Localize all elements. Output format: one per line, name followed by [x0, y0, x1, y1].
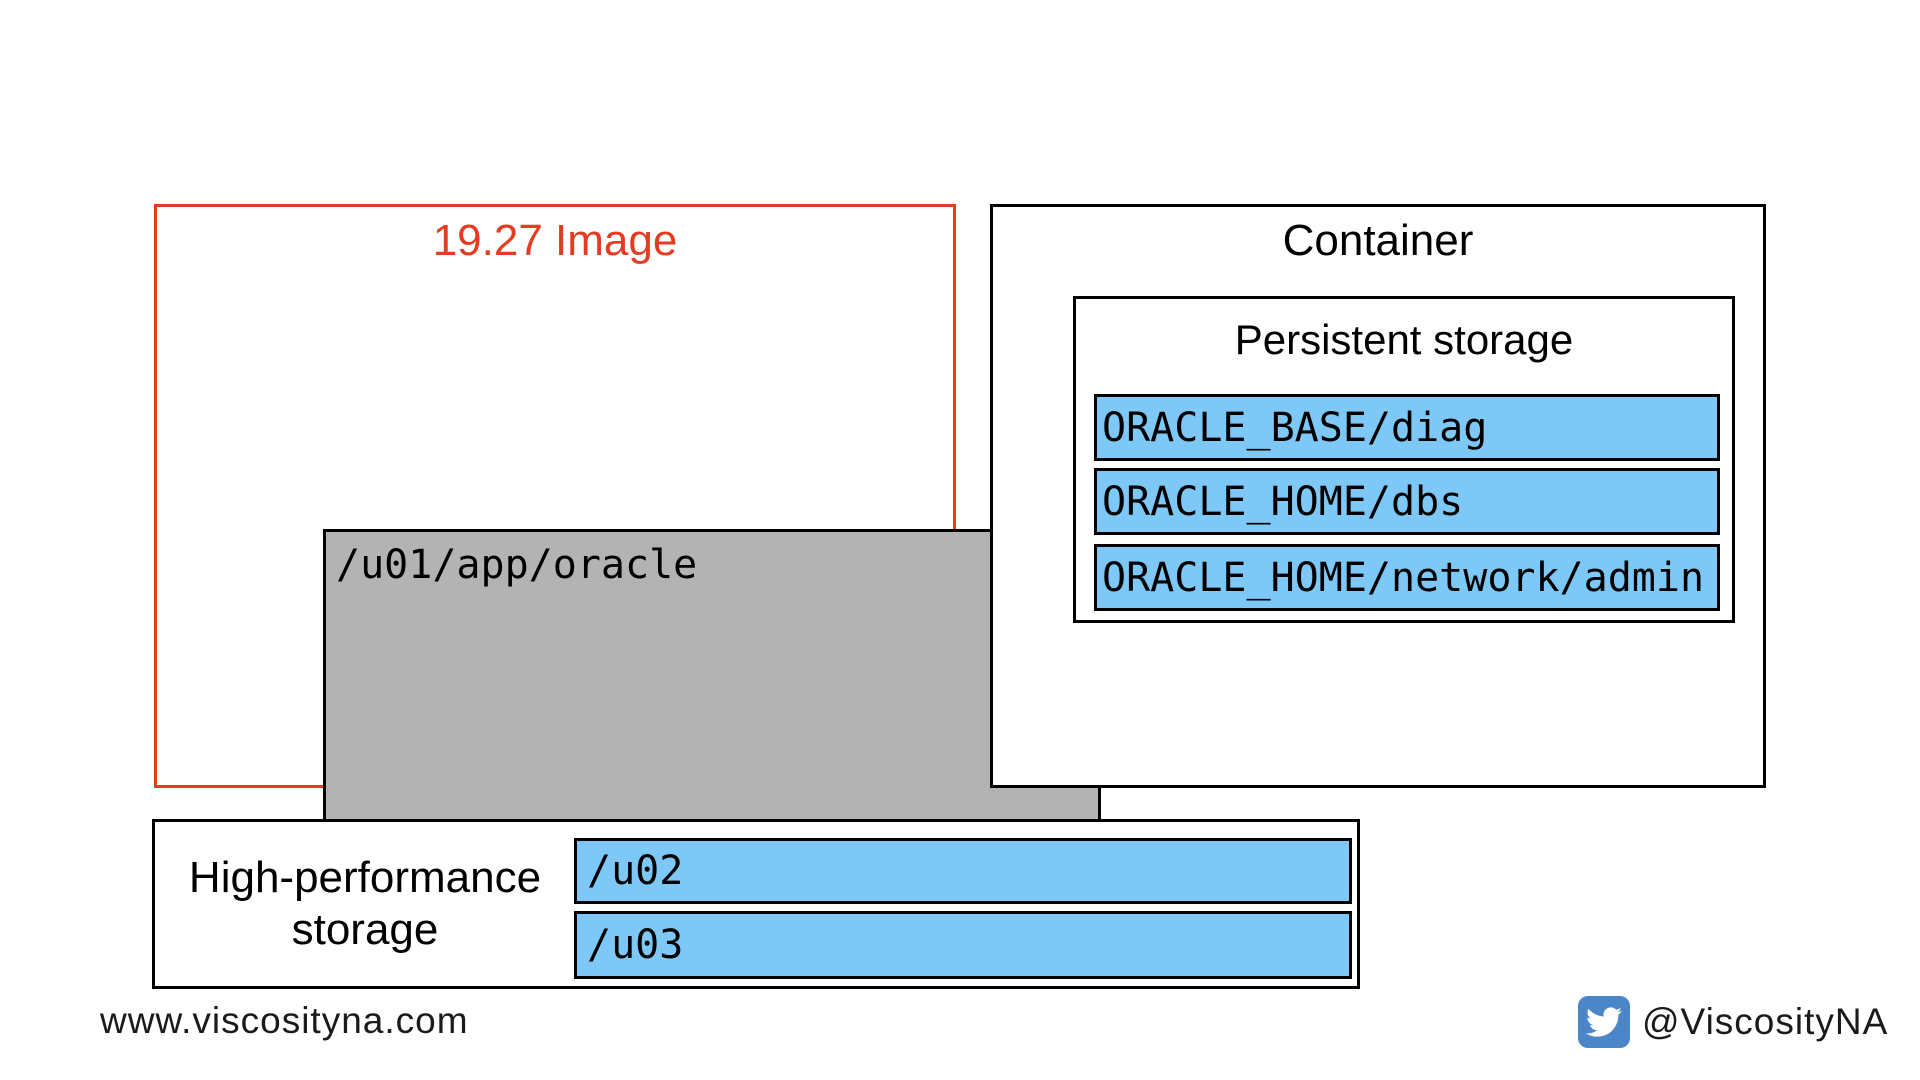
twitter-attribution: @ViscosityNA — [1578, 996, 1888, 1048]
high-performance-storage-box: High-performance storage /u02 /u03 — [152, 819, 1360, 989]
persistent-storage-box: Persistent storage ORACLE_BASE/diag ORAC… — [1073, 296, 1735, 623]
persistent-item-oracle-base-diag: ORACLE_BASE/diag — [1094, 394, 1720, 461]
container-box-title: Container — [1282, 216, 1474, 265]
storage-volume-u03: /u03 — [574, 911, 1352, 979]
website-url: www.viscosityna.com — [100, 1000, 469, 1041]
image-box-title: 19.27 Image — [432, 216, 678, 265]
persistent-storage-title: Persistent storage — [1234, 316, 1574, 363]
high-performance-storage-label: High-performance storage — [188, 853, 542, 954]
storage-volume-u02: /u02 — [574, 838, 1352, 904]
twitter-icon — [1578, 996, 1630, 1048]
twitter-handle: @ViscosityNA — [1642, 1001, 1889, 1042]
container-box: Container Persistent storage ORACLE_BASE… — [990, 204, 1766, 788]
persistent-item-oracle-home-dbs: ORACLE_HOME/dbs — [1094, 468, 1720, 535]
persistent-item-oracle-home-network-admin: ORACLE_HOME/network/admin — [1094, 544, 1720, 611]
image-box: 19.27 Image /u01/app/oracle — [154, 204, 1101, 985]
